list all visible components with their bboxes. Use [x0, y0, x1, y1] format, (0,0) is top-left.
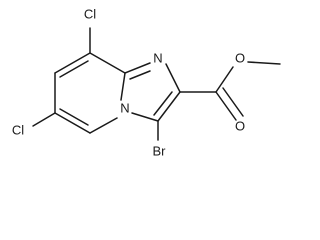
atom-o-ester: O	[235, 51, 245, 66]
bond-c6-cl	[32, 112, 56, 127]
bond-c8-c7-inner	[59, 60, 89, 78]
bond-n-c8a	[120, 72, 126, 101]
bond-c6-c5-inner	[59, 108, 89, 126]
atom-cl-top: Cl	[84, 7, 96, 22]
bond-c8a-c8	[89, 52, 126, 74]
atom-n-bridge: N	[120, 101, 129, 116]
bond-c2-c3-inner	[153, 91, 173, 116]
bond-c6-c5	[54, 112, 91, 134]
chemical-structure: Cl Cl N N O O Br	[12, 7, 281, 159]
bond-c8-c7	[54, 52, 91, 74]
bond-c5-n	[89, 117, 118, 134]
bond-carbonyl-inner	[222, 87, 244, 117]
structure-drawing: Cl Cl N N O O Br	[12, 7, 281, 159]
bond-c8a-n1	[124, 62, 151, 74]
bond-c8a-n1-inner	[129, 70, 151, 80]
bond-c3-n	[131, 112, 159, 122]
bond-ccarbonyl-oester	[215, 66, 234, 93]
atom-o-carbonyl: O	[235, 119, 245, 134]
bond-carbonyl	[215, 91, 237, 121]
atom-n-imine: N	[153, 51, 162, 66]
bond-c2-c3	[157, 91, 181, 122]
atom-br: Br	[153, 144, 167, 159]
bond-oester-methyl	[247, 61, 281, 65]
bond-n1-c2	[165, 63, 181, 93]
atom-cl-left: Cl	[12, 123, 24, 138]
